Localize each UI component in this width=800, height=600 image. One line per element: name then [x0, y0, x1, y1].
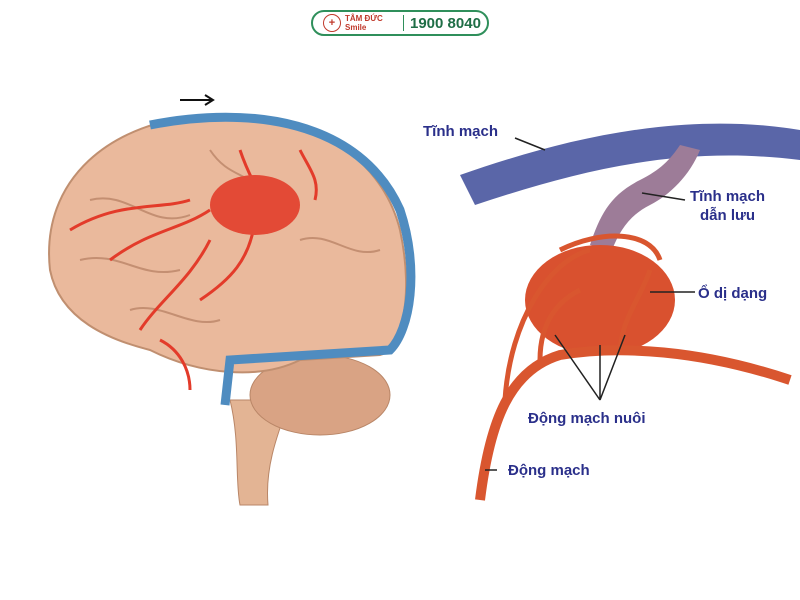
brand-name: TÂM ĐỨC Smile: [345, 14, 383, 32]
superior-sagittal-sinus: [149, 112, 416, 406]
label-artery: Động mạch: [508, 462, 590, 479]
feeding-arteries: [502, 233, 663, 401]
brand-logo[interactable]: + TÂM ĐỨC Smile 1900 8040: [311, 10, 489, 36]
arrow-icon: [180, 94, 215, 106]
leader-lines: [485, 137, 695, 471]
tooth-cross-icon: +: [323, 14, 341, 32]
label-draining-vein-1: Tĩnh mạch: [690, 188, 766, 205]
nidus: [525, 245, 675, 355]
label-feeding-arteries: Động mạch nuôi: [528, 410, 646, 427]
brain-illustration: [48, 94, 416, 506]
brain-nidus: [210, 175, 300, 235]
label-nidus: Ổ dị dạng: [698, 285, 768, 302]
label-vein: Tĩnh mạch: [423, 123, 499, 140]
label-draining-vein-2: dẫn lưu: [700, 207, 756, 224]
artery: [475, 345, 792, 501]
avm-detail: [460, 123, 800, 501]
vein: [460, 123, 800, 205]
hotline-number[interactable]: 1900 8040: [410, 14, 481, 32]
divider: [403, 15, 404, 31]
draining-vein: [590, 145, 700, 250]
